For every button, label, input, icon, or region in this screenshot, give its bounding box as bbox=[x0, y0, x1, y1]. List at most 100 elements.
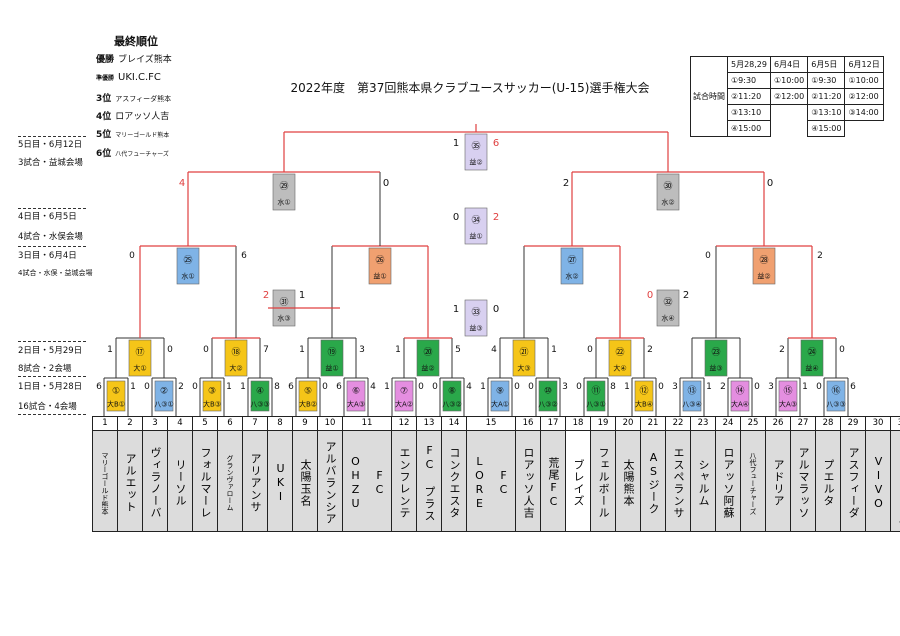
score: 0 bbox=[767, 178, 773, 189]
match-venue: 水② bbox=[565, 272, 578, 281]
match-box bbox=[682, 380, 702, 412]
match-number: ⑪ bbox=[591, 386, 600, 397]
match-number: ⑧ bbox=[448, 387, 456, 397]
score: 1 bbox=[299, 345, 305, 355]
match-number: ⑲ bbox=[327, 347, 336, 358]
team-name: アルエット bbox=[117, 430, 143, 532]
score: 1 bbox=[480, 382, 486, 392]
match-box bbox=[320, 339, 344, 377]
team-number: 26 bbox=[765, 416, 791, 431]
team-name: ファンドリーム bbox=[890, 430, 900, 532]
schedule-label: 試合時間 bbox=[690, 56, 728, 137]
match-number: ⑥ bbox=[352, 387, 360, 397]
team-number: 30 bbox=[865, 416, 891, 431]
score: 0 bbox=[528, 382, 534, 392]
score: 0 bbox=[816, 382, 822, 392]
match-venue: 益② bbox=[757, 272, 770, 281]
team-name: プエルタ bbox=[815, 430, 841, 532]
match-number: ⑳ bbox=[423, 347, 432, 358]
score: 2 bbox=[647, 345, 653, 355]
score: 1 bbox=[384, 382, 390, 392]
score: 0 bbox=[192, 382, 198, 392]
team-number: 1 bbox=[92, 416, 118, 431]
schedule-cell: ②12:00 bbox=[769, 88, 809, 105]
match-box bbox=[608, 339, 632, 377]
team-name: アドリア bbox=[765, 430, 791, 532]
match-venue: 八③④ bbox=[682, 401, 702, 409]
page-title: 2022年度 第37回熊本県クラブユースサッカー(U-15)選手権大会 bbox=[290, 81, 650, 95]
match-box bbox=[464, 133, 488, 171]
team-name: ASジーク bbox=[640, 430, 666, 532]
team-number: 18 bbox=[565, 416, 591, 431]
score: 6 bbox=[241, 251, 247, 261]
match-box bbox=[490, 380, 510, 412]
round-label: 3日目・6月4日 bbox=[18, 251, 77, 261]
score: 1 bbox=[299, 290, 305, 301]
score: 3 bbox=[562, 382, 568, 392]
match-venue: 益④ bbox=[805, 364, 818, 373]
round-label: 3試合・益城会場 bbox=[18, 158, 83, 168]
team-number: 23 bbox=[690, 416, 716, 431]
divider bbox=[18, 376, 86, 377]
team-name: FC OHZU bbox=[342, 430, 392, 532]
divider bbox=[18, 341, 86, 342]
match-number: ③ bbox=[208, 387, 216, 397]
schedule-cell bbox=[771, 121, 808, 137]
team-number: 10 bbox=[317, 416, 343, 431]
match-number: ⑨ bbox=[496, 387, 504, 397]
score: 3 bbox=[672, 382, 678, 392]
score: 2 bbox=[563, 178, 569, 189]
round-label: 4日目・6月5日 bbox=[18, 212, 77, 222]
schedule-header: 6月12日 bbox=[844, 56, 884, 73]
team-number: 28 bbox=[815, 416, 841, 431]
match-venue: 水② bbox=[661, 198, 674, 207]
match-number: ㉓ bbox=[711, 347, 720, 358]
match-venue: 八③② bbox=[442, 401, 462, 409]
score: 1 bbox=[226, 382, 232, 392]
score: 0 bbox=[576, 382, 582, 392]
team-name: FC プラス bbox=[416, 430, 442, 532]
team-name: マリーゴールド熊本 bbox=[92, 430, 118, 532]
score: 1 bbox=[395, 345, 401, 355]
score: 1 bbox=[624, 382, 630, 392]
score: 1 bbox=[453, 304, 459, 315]
score: 1 bbox=[551, 345, 557, 355]
schedule-cell: ④15:00 bbox=[807, 120, 846, 137]
team-number: 11 bbox=[342, 416, 392, 431]
match-box bbox=[656, 173, 680, 211]
round-label: 16試合・4会場 bbox=[18, 402, 77, 412]
round-label: 5日目・6月12日 bbox=[18, 140, 83, 150]
match-venue: 益② bbox=[469, 158, 482, 167]
team-name: フェルボール bbox=[590, 430, 616, 532]
team-name: エスペランサ bbox=[665, 430, 691, 532]
match-box bbox=[464, 207, 488, 245]
schedule-header: 6月5日 bbox=[807, 56, 846, 73]
team-name: 荒尾FC bbox=[540, 430, 566, 532]
ranking-item: 3位アスフィーダ熊本 bbox=[96, 94, 172, 104]
team-number: 13 bbox=[416, 416, 442, 431]
team-number: 16 bbox=[515, 416, 541, 431]
match-number: ㉕ bbox=[183, 255, 192, 266]
score: 0 bbox=[383, 178, 389, 189]
score: 0 bbox=[587, 345, 593, 355]
match-box bbox=[442, 380, 462, 412]
schedule-header: 6月4日 bbox=[769, 56, 809, 73]
match-box bbox=[416, 339, 440, 377]
team-number: 19 bbox=[590, 416, 616, 431]
team-number: 25 bbox=[740, 416, 766, 431]
score: 1 bbox=[107, 345, 113, 355]
match-number: ㉗ bbox=[567, 255, 576, 266]
match-venue: 益③ bbox=[469, 324, 482, 333]
match-box bbox=[394, 380, 414, 412]
match-box bbox=[106, 380, 126, 412]
schedule-header: 5月28,29 bbox=[727, 56, 771, 73]
match-venue: 大B④ bbox=[635, 400, 653, 409]
schedule-cell bbox=[845, 121, 883, 137]
round-label: 8試合・2会場 bbox=[18, 364, 72, 374]
match-number: ㉘ bbox=[759, 255, 768, 266]
score: 1 bbox=[453, 138, 459, 149]
team-name: アリアンサ bbox=[242, 430, 268, 532]
team-name: FC LORE bbox=[466, 430, 516, 532]
